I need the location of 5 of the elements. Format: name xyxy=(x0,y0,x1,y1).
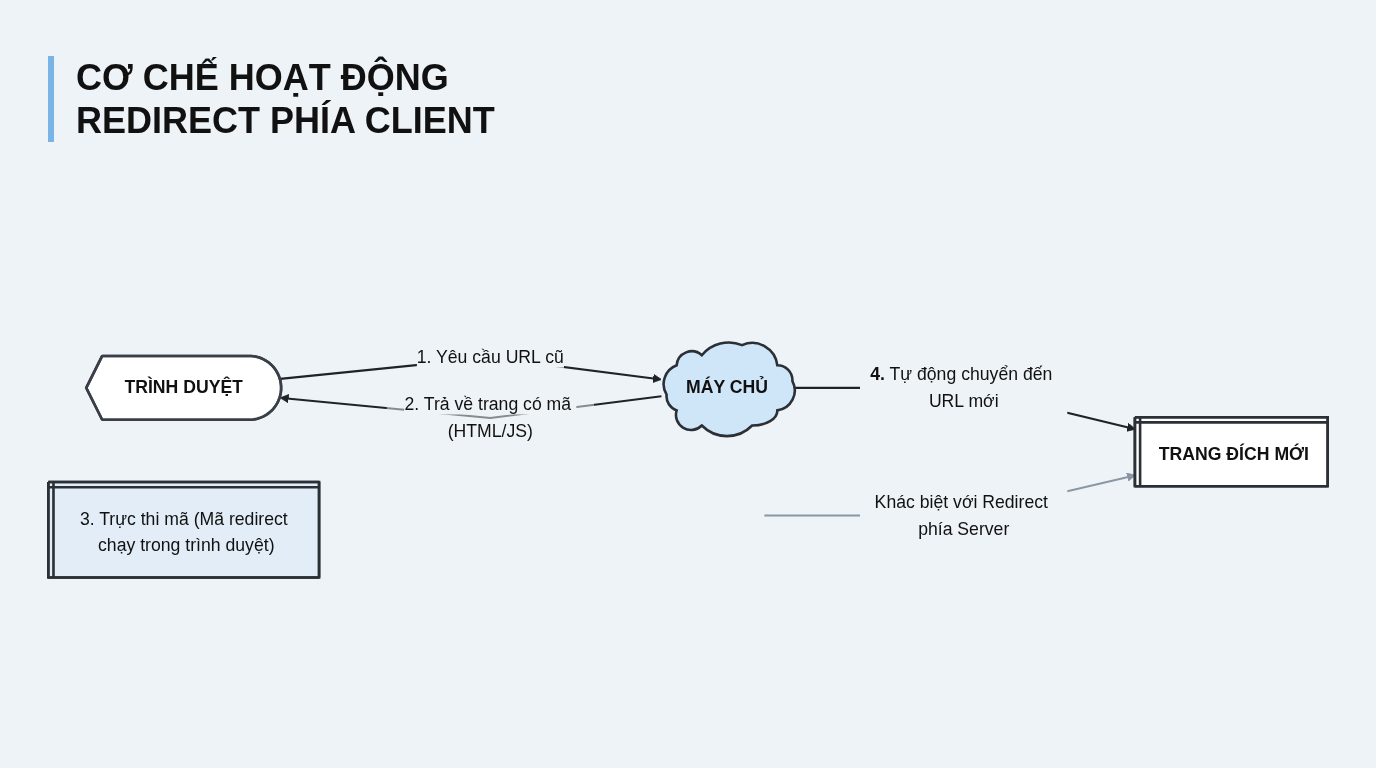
edge-label: 2. Trả về trang có mã (HTML/JS) xyxy=(404,394,572,441)
title: CƠ CHẾ HOẠT ĐỘNG REDIRECT PHÍA CLIENT xyxy=(48,56,516,143)
edge-label: 4. Tự động chuyển đến URL mới xyxy=(870,364,1053,411)
edge-label: Khác biệt với Redirect phía Server xyxy=(874,492,1048,539)
edge-label: 1. Yêu cầu URL cũ xyxy=(416,347,564,368)
